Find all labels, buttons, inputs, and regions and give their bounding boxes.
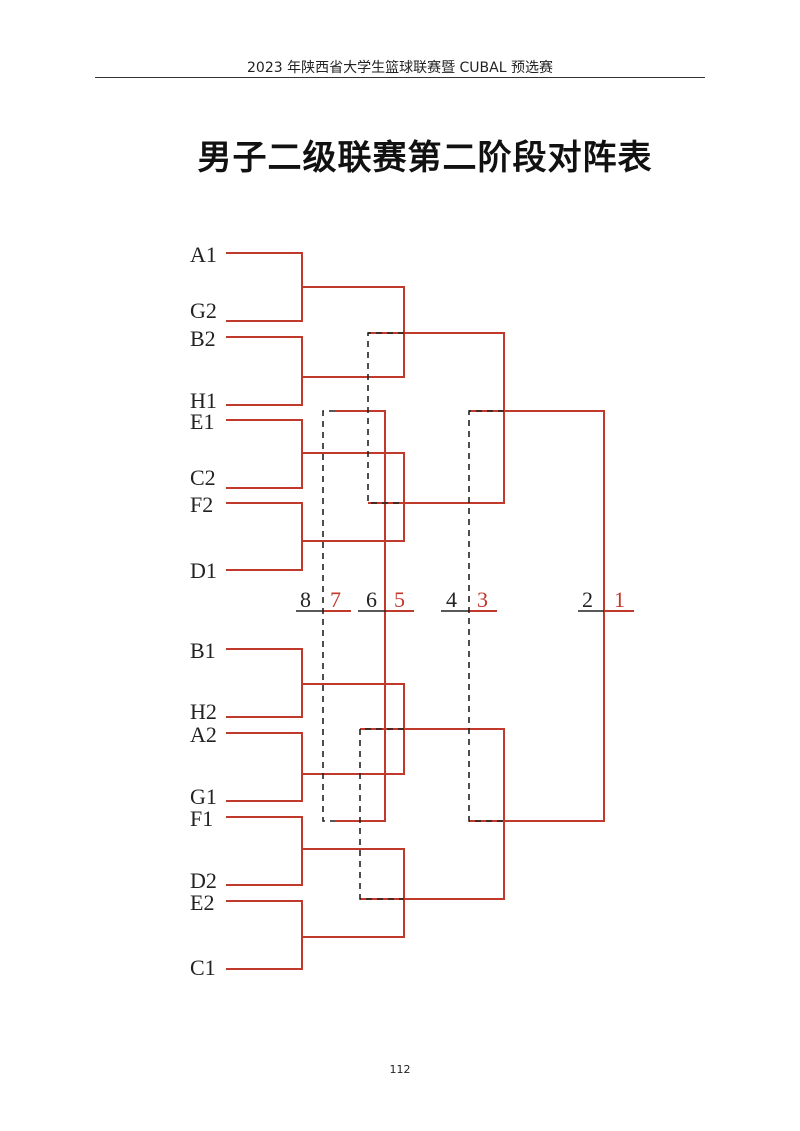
- placement-loser-8: 8: [300, 587, 311, 612]
- loser-path-2: [359, 728, 404, 900]
- team-label-f1: F1: [190, 806, 213, 831]
- team-label-b2: B2: [190, 326, 216, 351]
- team-label-b1: B1: [190, 638, 216, 663]
- team-label-h2: H2: [190, 699, 217, 724]
- team-label-e2: E2: [190, 890, 214, 915]
- match-a2-g1: [226, 732, 303, 802]
- team-label-h1: H1: [190, 388, 217, 413]
- placement-labels: 8 7 6 5 4 3 2 1: [300, 587, 625, 612]
- page-title: 男子二级联赛第二阶段对阵表: [197, 138, 653, 178]
- match-a1-g2: [226, 252, 303, 322]
- team-label-d1: D1: [190, 558, 217, 583]
- winner-final-top: [368, 332, 505, 504]
- grand-final: [469, 410, 605, 822]
- loser-paths: [296, 332, 604, 900]
- placement-loser-6: 6: [366, 587, 377, 612]
- team-label-d2: D2: [190, 868, 217, 893]
- page-header: 2023 年陕西省大学生篮球联赛暨 CUBAL 预选赛: [247, 60, 553, 76]
- team-label-c2: C2: [190, 465, 216, 490]
- match-b1-h2: [226, 648, 303, 718]
- placement-loser-4: 4: [446, 587, 457, 612]
- page-number: 112: [389, 1063, 411, 1076]
- loser-path-4: [322, 410, 335, 822]
- team-label-f2: F2: [190, 492, 213, 517]
- team-label-g2: G2: [190, 298, 217, 323]
- placement-winner-7: 7: [330, 587, 341, 612]
- header-rule: [95, 77, 705, 78]
- winner-paths: [226, 252, 634, 970]
- match-e1-c2: [226, 419, 303, 489]
- placement-winner-5: 5: [394, 587, 405, 612]
- winner-semi-bottom-2: [302, 848, 405, 938]
- match-b2-h1: [226, 336, 303, 406]
- team-label-e1: E1: [190, 409, 214, 434]
- loser-path-1: [367, 332, 404, 504]
- loser-path-3: [468, 410, 504, 822]
- placement-winner-1: 1: [614, 587, 625, 612]
- team-label-a1: A1: [190, 242, 217, 267]
- match-e2-c1: [226, 900, 303, 970]
- match-f1-d2: [226, 816, 303, 886]
- placement-loser-2: 2: [582, 587, 593, 612]
- match-5-6-red: [335, 410, 386, 822]
- winner-semi-top-2: [302, 452, 405, 542]
- placement-winner-3: 3: [477, 587, 488, 612]
- team-label-g1: G1: [190, 784, 217, 809]
- team-label-a2: A2: [190, 722, 217, 747]
- winner-final-bottom: [360, 728, 505, 900]
- team-label-c1: C1: [190, 955, 216, 980]
- match-f2-d1: [226, 502, 303, 571]
